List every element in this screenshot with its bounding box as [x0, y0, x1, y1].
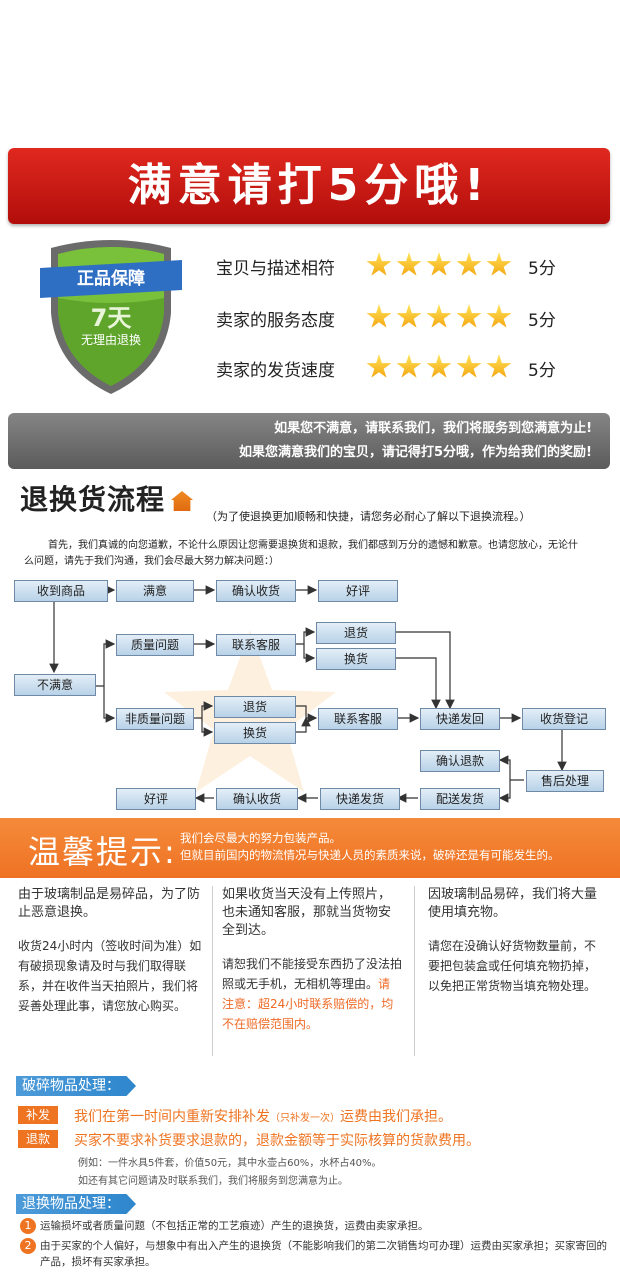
return-rule-2: 由于买家的个人偏好，与想象中有出入产生的退换货（不能影响我们的第二次销售均可办理…: [40, 1240, 607, 1268]
star-icon: [366, 252, 392, 276]
notice-line-2: 如果您满意我们的宝贝，请记得打5分哦，作为给我们的奖励!: [239, 445, 592, 460]
flow-unsatisfied: 不满意: [14, 674, 96, 696]
banner-title: 满意请打5分哦!: [127, 160, 491, 211]
warm-tips-text: 我们会尽最大的努力包装产品。 但就目前国内的物流情况与快递人员的素质来说，破碎还…: [180, 830, 560, 864]
tag-refund: 退款: [18, 1130, 59, 1148]
star-icon: [396, 304, 422, 328]
tip-column-2: 如果收货当天没有上传照片，也未通知客服，那就当货物安全到达。 请恕我们不能接受东…: [222, 886, 402, 1034]
rating-row-shipping: 卖家的发货速度 5分: [216, 352, 576, 382]
tip-title: 因玻璃制品易碎，我们将大量使用填充物。: [428, 887, 598, 920]
flow-exchange: 换货: [316, 648, 396, 670]
star-icon: [426, 304, 452, 328]
divider: [414, 886, 415, 1056]
star-icon: [486, 252, 512, 276]
star-icon: [486, 304, 512, 328]
star-icon: [426, 354, 452, 378]
process-title: 退换货流程: [20, 478, 194, 518]
reship-line: 我们在第一时间内重新安排补发（只补发一次）运费由我们承担。: [74, 1109, 452, 1125]
number-badge: 1: [20, 1218, 36, 1234]
star-icon: [366, 354, 392, 378]
star-rating: [366, 252, 516, 282]
warm-tips-band: 温馨提示: 我们会尽最大的努力包装产品。 但就目前国内的物流情况与快递人员的素质…: [0, 818, 620, 878]
flow-satisfied: 满意: [116, 580, 194, 602]
rating-row-service: 卖家的服务态度 5分: [216, 302, 576, 332]
rating-score: 5分: [528, 311, 556, 331]
rating-row-description: 宝贝与描述相符 5分: [216, 250, 576, 280]
rating-label: 宝贝与描述相符: [216, 259, 335, 279]
star-icon: [456, 252, 482, 276]
returns-header: 退换物品处理：: [16, 1194, 136, 1214]
flow-confirm-receipt: 确认收货: [216, 580, 296, 602]
warm-line-1: 我们会尽最大的努力包装产品。: [180, 831, 341, 845]
star-icon: [396, 354, 422, 378]
return-flowchart: 收到商品 满意 确认收货 好评 不满意 质量问题 联系客服 退货 换货 非质量问…: [0, 570, 620, 815]
flow-quality-issue: 质量问题: [116, 634, 194, 656]
process-note: （为了使退换更加顺畅和快捷，请您务必耐心了解以下退换流程。）: [206, 510, 531, 523]
flow-good-review-2: 好评: [116, 788, 196, 810]
notice-line-1: 如果您不满意，请联系我们，我们将服务到您满意为止!: [274, 421, 592, 436]
tip-warning: 请注意：超24小时联系赔偿的，均不在赔偿范围内。: [222, 977, 394, 1031]
star-icon: [486, 354, 512, 378]
process-intro: 首先，我们真诚的向您道歉，不论什么原因让您需要退换货和退款，我们都感到万分的遗憾…: [24, 540, 578, 567]
broken-items-header: 破碎物品处理：: [16, 1076, 136, 1096]
divider: [212, 886, 213, 1056]
star-rating: [366, 354, 516, 384]
flow-contact-cs: 联系客服: [216, 634, 296, 656]
guarantee-shield: 正品保障 7天 无理由退换: [36, 238, 186, 398]
tip-title: 由于玻璃制品是易碎品，为了防止恶意退换。: [18, 887, 201, 920]
flow-confirm-refund: 确认退款: [420, 750, 500, 772]
flow-return-2: 退货: [214, 696, 296, 718]
rating-label: 卖家的服务态度: [216, 311, 335, 331]
tip-body: 请恕我们不能接受东西扔了没法拍照或无手机，无相机等理由。: [222, 957, 403, 991]
flow-confirm-receipt-2: 确认收货: [216, 788, 298, 810]
warm-tips-title: 温馨提示:: [28, 833, 177, 871]
tip-body: 收货24小时内（签收时间为准）如有破损现象请及时与我们取得联系，并在收件当天拍照…: [18, 939, 202, 1013]
warm-line-2: 但就目前国内的物流情况与快递人员的素质来说，破碎还是有可能发生的。: [180, 848, 560, 862]
flow-exchange-2: 换货: [214, 722, 296, 744]
rating-banner: 满意请打5分哦!: [8, 148, 610, 224]
rating-score: 5分: [528, 259, 556, 279]
shield-days: 7天: [91, 304, 132, 332]
shield-ribbon: 正品保障: [77, 268, 145, 289]
refund-example: 例如：一件水具5件套，价值50元，其中水壶占60%，水杯占40%。: [78, 1158, 382, 1169]
flow-ship-back: 快递发回: [420, 708, 500, 730]
flow-contact-cs-2: 联系客服: [318, 708, 398, 730]
tip-column-3: 因玻璃制品易碎，我们将大量使用填充物。 请您在没确认好货物数量前，不要把包装盒或…: [428, 886, 606, 996]
flow-received: 收到商品: [14, 580, 108, 602]
flow-non-quality: 非质量问题: [116, 708, 194, 730]
return-rule-1: 运输损坏或者质量问题（不包括正常的工艺痕迹）产生的退换货，运费由卖家承担。: [40, 1220, 429, 1232]
number-badge: 2: [20, 1238, 36, 1254]
star-icon: [456, 354, 482, 378]
house-icon: [171, 491, 194, 511]
star-icon: [456, 304, 482, 328]
rating-label: 卖家的发货速度: [216, 361, 335, 381]
flow-good-review: 好评: [318, 580, 398, 602]
tip-body: 请您在没确认好货物数量前，不要把包装盒或任何填充物扔掉，以免把正常货物当填充物处…: [428, 939, 597, 993]
satisfaction-notice: 如果您不满意，请联系我们，我们将服务到您满意为止! 如果您满意我们的宝贝，请记得…: [8, 413, 610, 469]
flow-after-sales: 售后处理: [526, 770, 604, 792]
flow-deliver: 配送发货: [420, 788, 500, 810]
star-icon: [426, 252, 452, 276]
star-icon: [396, 252, 422, 276]
rating-score: 5分: [528, 361, 556, 381]
star-icon: [366, 304, 392, 328]
tag-reship: 补发: [18, 1106, 59, 1124]
other-contact: 如还有其它问题请及时联系我们，我们将服务到您满意为止。: [78, 1176, 348, 1187]
tip-column-1: 由于玻璃制品是易碎品，为了防止恶意退换。 收货24小时内（签收时间为准）如有破损…: [18, 886, 204, 1016]
flow-express: 快递发货: [320, 788, 400, 810]
refund-line: 买家不要求补货要求退款的，退款金额等于实际核算的货款费用。: [74, 1133, 480, 1149]
flow-receipt-log: 收货登记: [522, 708, 606, 730]
star-rating: [366, 304, 516, 334]
tip-title: 如果收货当天没有上传照片，也未通知客服，那就当货物安全到达。: [222, 887, 392, 938]
flow-return: 退货: [316, 622, 396, 644]
shield-sub: 无理由退换: [81, 333, 141, 347]
